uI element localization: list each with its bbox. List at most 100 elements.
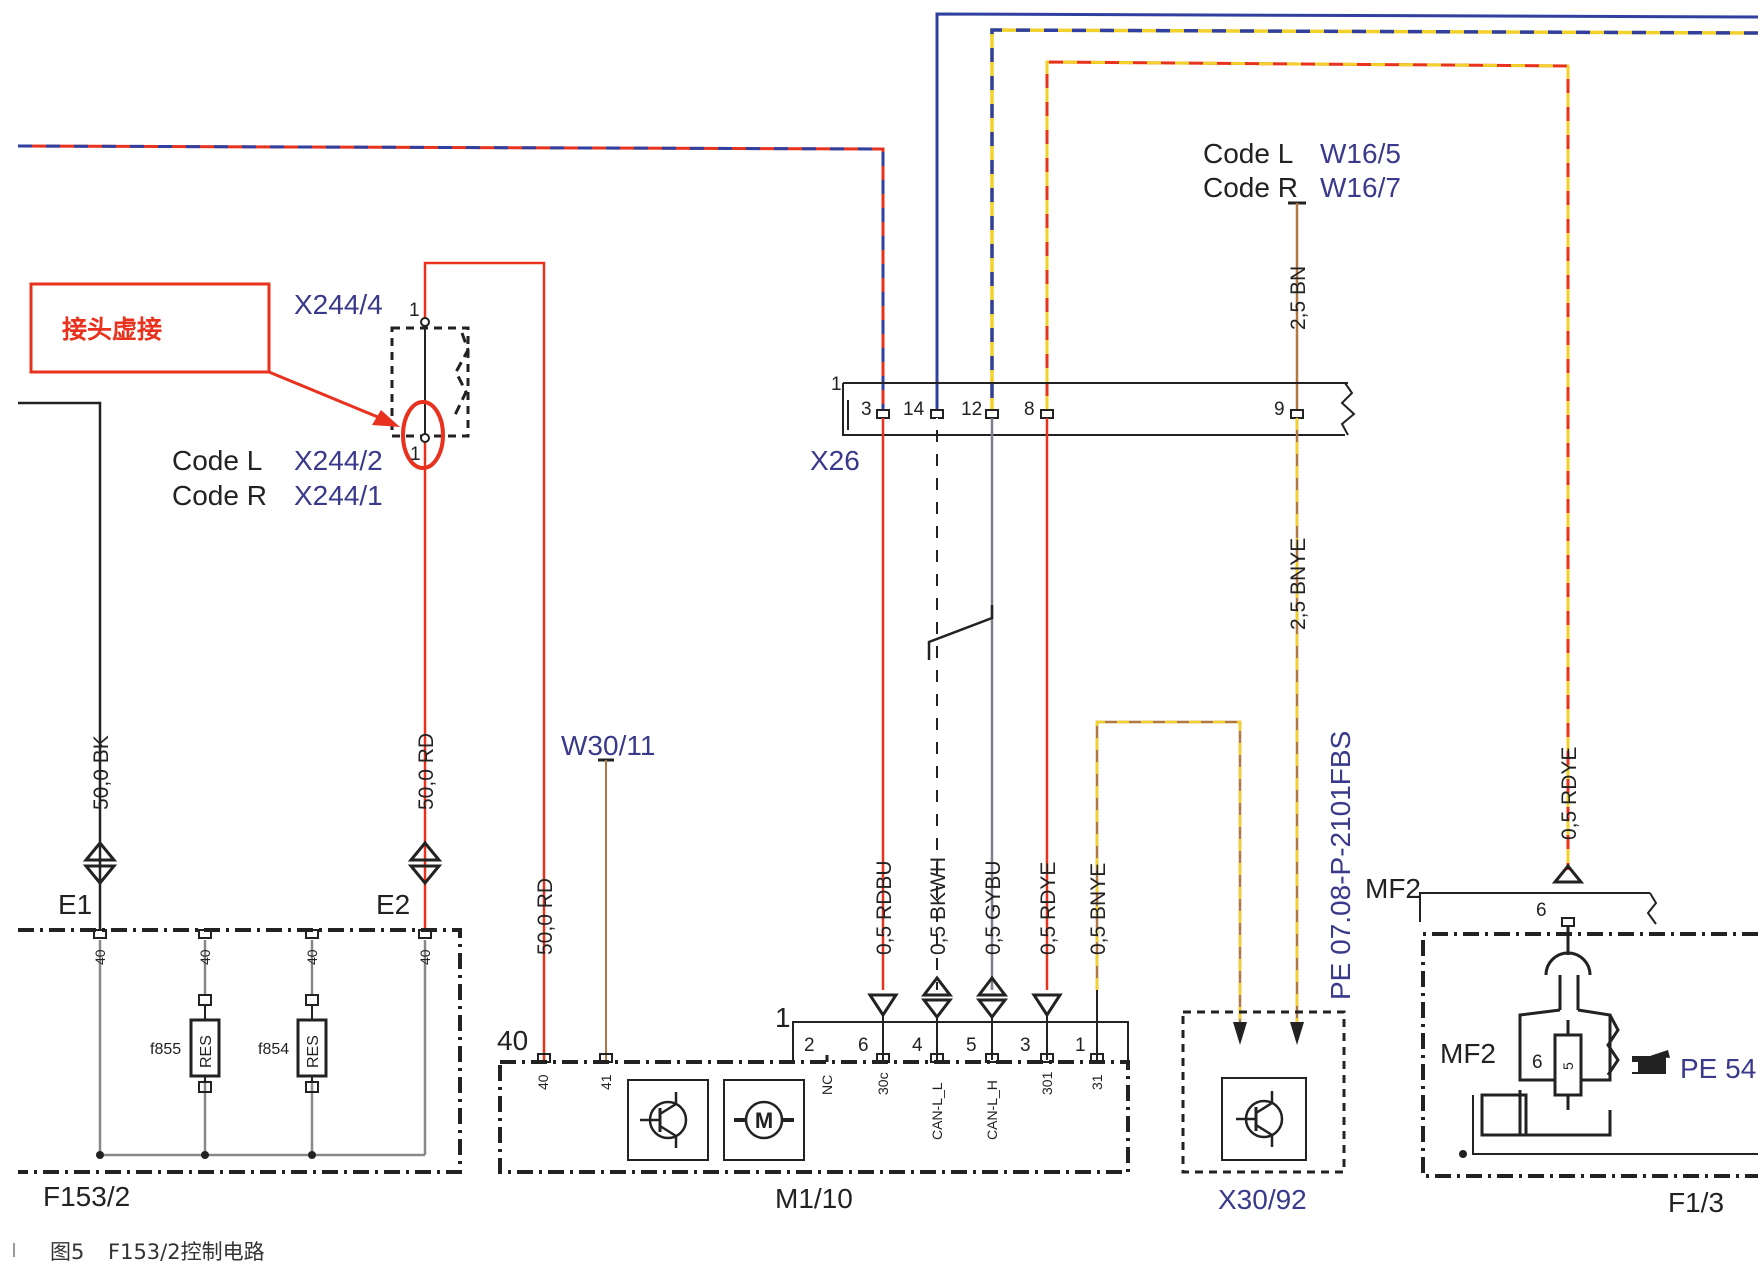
- wire-label-rd50-b: 50,0 RD: [534, 878, 557, 955]
- wire-label-rdye05-r: 0,5 RDYE: [1558, 747, 1581, 840]
- x30-92-box: [1181, 1010, 1346, 1174]
- m110-pin-block: [792, 1021, 1129, 1060]
- wire-label-bk50: 50,0 BK: [90, 735, 113, 810]
- m110-sig-nc: NC: [819, 1075, 835, 1095]
- m110-input-arrows: [867, 975, 1063, 1020]
- m110-pinnum-6: 6: [858, 1035, 869, 1056]
- mf2-inner-label: MF2: [1440, 1038, 1496, 1069]
- wire-label-bn25: 2,5 BN: [1287, 266, 1310, 330]
- fuse-f854: [296, 994, 328, 1093]
- wire-gybu-top: [990, 28, 1759, 410]
- caption-text: F153/2控制电路: [108, 1240, 265, 1264]
- f153-pin-f855: 40: [197, 949, 213, 965]
- mf2-ground-line: [1472, 1095, 1758, 1155]
- m110-pinnum-5: 5: [966, 1035, 977, 1056]
- x244-pin-top: 1: [409, 300, 420, 321]
- mf2-inner-6: 6: [1532, 1052, 1543, 1073]
- x244-code-l: Code L: [172, 445, 262, 476]
- mf2-top-label: MF2: [1365, 873, 1421, 904]
- e2-connector-symbol: [407, 840, 443, 886]
- annotation-box: [29, 282, 271, 374]
- motor-icon: M: [723, 1079, 805, 1161]
- x26-pin-14: 14: [903, 399, 925, 420]
- e1-connector-symbol: [82, 840, 118, 886]
- mf2-connector-bar: [1419, 892, 1658, 925]
- f153-dots: [96, 1151, 316, 1159]
- annotation-text: 接头虚接: [62, 315, 162, 344]
- m110-sig-30c: 30c: [875, 1072, 891, 1095]
- caption-fig: 图5: [50, 1240, 84, 1264]
- wire-label-rdye05: 0,5 RDYE: [1037, 862, 1060, 955]
- m110-sig-can-l: CAN-L_L: [929, 1082, 945, 1140]
- svg-text:M: M: [755, 1108, 773, 1133]
- fuse-f854-res: RES: [305, 1035, 322, 1068]
- x26-pin1: 1: [831, 374, 842, 395]
- m110-sig-40: 40: [535, 1074, 551, 1090]
- arrow-x30-b: [1290, 1022, 1304, 1045]
- transistor-icon: [627, 1079, 709, 1161]
- x26-pin-3: 3: [861, 399, 872, 420]
- mf2-inner-5: 5: [1560, 1062, 1576, 1070]
- f855-label: f855: [150, 1041, 181, 1058]
- m110-block-pin1: 1: [775, 1002, 791, 1033]
- w16-code-r: Code R: [1203, 172, 1298, 203]
- wire-label-bnye25: 2,5 BNYE: [1287, 538, 1310, 630]
- w16-code-l: Code L: [1203, 138, 1293, 169]
- x26-pin-9: 9: [1274, 399, 1285, 420]
- x244-connector: [390, 317, 470, 443]
- m110-label: M1/10: [775, 1183, 853, 1214]
- fuse-f855-res: RES: [198, 1035, 215, 1068]
- m110-pin-markers: [537, 1053, 1104, 1063]
- arrow-x30-a: [1233, 1022, 1247, 1045]
- m110-pin40-label: 40: [497, 1025, 528, 1056]
- x30-92-label: X30/92: [1218, 1184, 1307, 1215]
- m110-sig-can-h: CAN-L_H: [984, 1080, 1000, 1140]
- m110-sig-31: 31: [1089, 1074, 1105, 1090]
- f153-pin-f854: 40: [304, 949, 320, 965]
- f854-label: f854: [258, 1041, 289, 1058]
- wire-label-bnye05: 0,5 BNYE: [1087, 863, 1110, 955]
- wire-label-rd50-a: 50,0 RD: [415, 733, 438, 810]
- fault-highlight-circle: [401, 400, 445, 470]
- w16-7-label: W16/7: [1320, 172, 1401, 203]
- x244-2-label: X244/2: [294, 445, 383, 476]
- fuse-f855: [189, 994, 221, 1093]
- x244-code-r: Code R: [172, 480, 267, 511]
- wire-label-rdbu05: 0,5 RDBU: [873, 860, 896, 955]
- wire-label-bkwh05: 0,5 BKWH: [927, 857, 950, 955]
- wire-rdye-top: [1045, 60, 1570, 870]
- mf2-pin-label: 6: [1536, 900, 1547, 921]
- relay-symbol: [1480, 926, 1620, 1137]
- wire-bk: [18, 401, 102, 930]
- m110-pinnum-4: 4: [912, 1035, 923, 1056]
- f153-pin-markers: [93, 929, 432, 939]
- e2-label: E2: [376, 889, 410, 920]
- m110-sig-41: 41: [598, 1074, 614, 1090]
- wire-rd-top-loop: [423, 261, 546, 1060]
- twisted-pair-symbol: [927, 605, 994, 660]
- w16-5-label: W16/5: [1320, 138, 1401, 169]
- wire-rdbu-top: [17, 144, 885, 410]
- x26-pin-markers: [876, 409, 1304, 419]
- f153-label: F153/2: [43, 1181, 130, 1212]
- m110-pinnum-3: 3: [1020, 1035, 1031, 1056]
- x26-pin-12: 12: [961, 399, 982, 420]
- wire-bnye-05: [1095, 720, 1242, 1025]
- mf2-connector-arrow: [1551, 863, 1585, 884]
- f13-box: [1421, 932, 1758, 1178]
- f153-pin-e1: 40: [92, 949, 108, 965]
- e1-label: E1: [58, 889, 92, 920]
- x30-92-transistor-icon: [1221, 1077, 1307, 1161]
- x244-pin-bot: 1: [410, 444, 421, 465]
- m110-sig-301: 301: [1039, 1071, 1055, 1095]
- x244-4-label: X244/4: [294, 289, 383, 320]
- annotation-arrow-line: [268, 370, 386, 422]
- f1-3-label: F1/3: [1668, 1187, 1724, 1218]
- m110-pinnum-2: 2: [804, 1035, 815, 1056]
- m110-box: [498, 1060, 1130, 1174]
- x26-connector: [842, 382, 1356, 436]
- w30-11-label: W30/11: [561, 730, 655, 761]
- mf2-pin-marker: [1561, 917, 1575, 927]
- wire-blue-pin14: [935, 12, 1759, 410]
